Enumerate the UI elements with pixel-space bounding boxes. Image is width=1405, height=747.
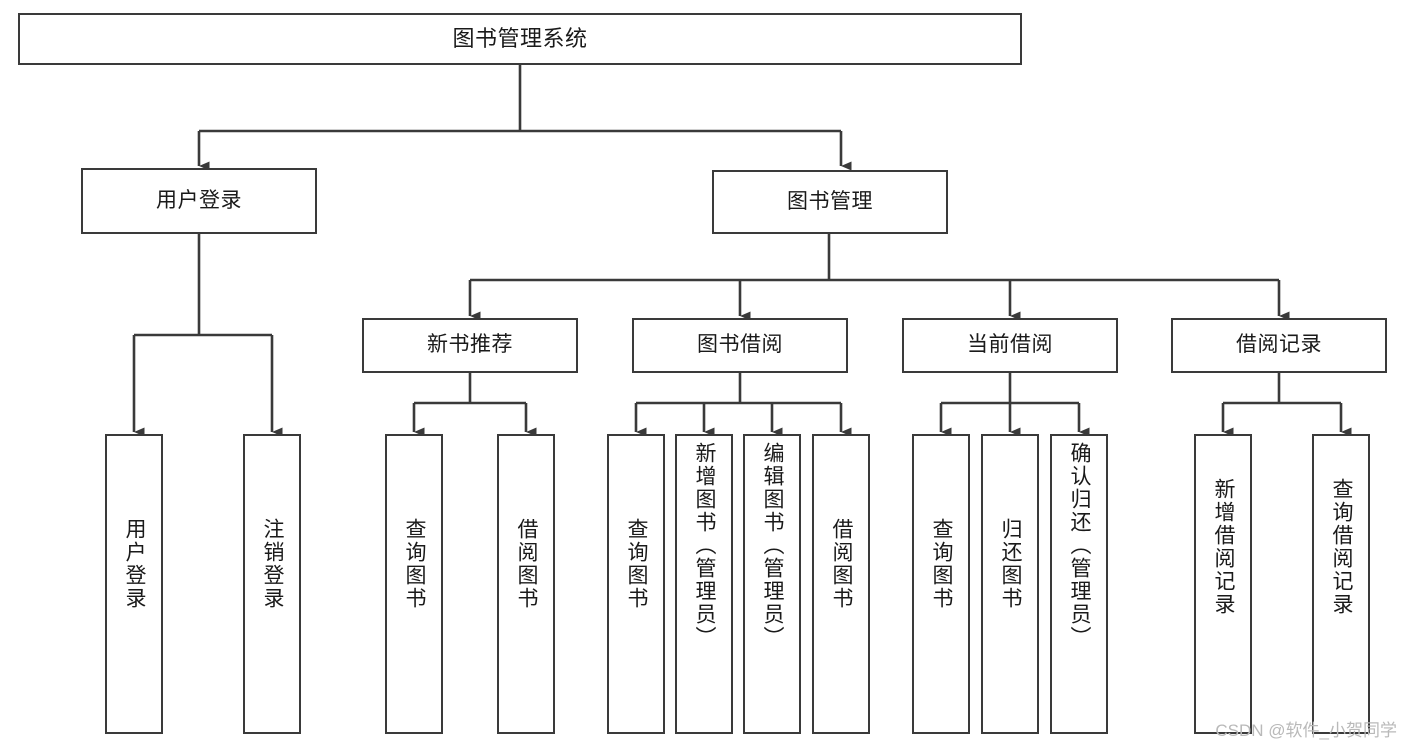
leaf-add-book-admin[interactable]: 新增图书（管理员） (675, 434, 733, 734)
node-current-borrow-label: 当前借阅 (967, 333, 1053, 357)
node-user-login[interactable]: 用户登录 (81, 168, 317, 234)
leaf-return-book-label: 归还图书 (999, 518, 1023, 610)
node-book-management-label: 图书管理 (787, 189, 873, 213)
leaf-confirm-return-admin[interactable]: 确认归还（管理员） (1050, 434, 1108, 734)
leaf-confirm-return-admin-label: 确认归还（管理员） (1068, 442, 1092, 649)
leaf-add-borrow-record[interactable]: 新增借阅记录 (1194, 434, 1252, 734)
node-new-book-recommend-label: 新书推荐 (427, 333, 513, 357)
node-borrow-record-label: 借阅记录 (1236, 333, 1322, 357)
node-root-system-label: 图书管理系统 (452, 26, 588, 52)
leaf-return-book[interactable]: 归还图书 (981, 434, 1039, 734)
node-book-borrow-label: 图书借阅 (697, 333, 783, 357)
leaf-add-borrow-record-label: 新增借阅记录 (1212, 478, 1236, 616)
leaf-user-login[interactable]: 用户登录 (105, 434, 163, 734)
leaf-query-book-borrow-label: 查询图书 (625, 518, 649, 610)
leaf-user-login-label: 用户登录 (123, 518, 147, 610)
leaf-logout-label: 注销登录 (261, 518, 285, 610)
leaf-borrow-book-borrow-label: 借阅图书 (830, 518, 854, 610)
leaf-query-borrow-record[interactable]: 查询借阅记录 (1312, 434, 1370, 734)
leaf-borrow-book-borrow[interactable]: 借阅图书 (812, 434, 870, 734)
leaf-query-book-borrow[interactable]: 查询图书 (607, 434, 665, 734)
leaf-query-book-recommend-label: 查询图书 (403, 518, 427, 610)
csdn-watermark: CSDN @软件_小贺同学 (1215, 721, 1397, 740)
node-new-book-recommend[interactable]: 新书推荐 (362, 318, 578, 373)
leaf-edit-book-admin[interactable]: 编辑图书（管理员） (743, 434, 801, 734)
leaf-add-book-admin-label: 新增图书（管理员） (693, 442, 717, 649)
leaf-borrow-book-recommend-label: 借阅图书 (515, 518, 539, 610)
node-book-borrow[interactable]: 图书借阅 (632, 318, 848, 373)
node-current-borrow[interactable]: 当前借阅 (902, 318, 1118, 373)
leaf-query-book-current-label: 查询图书 (930, 518, 954, 610)
leaf-edit-book-admin-label: 编辑图书（管理员） (761, 442, 785, 649)
leaf-query-borrow-record-label: 查询借阅记录 (1330, 478, 1354, 616)
node-root-system[interactable]: 图书管理系统 (18, 13, 1022, 65)
node-borrow-record[interactable]: 借阅记录 (1171, 318, 1387, 373)
leaf-borrow-book-recommend[interactable]: 借阅图书 (497, 434, 555, 734)
leaf-query-book-recommend[interactable]: 查询图书 (385, 434, 443, 734)
node-book-management[interactable]: 图书管理 (712, 170, 948, 234)
leaf-logout[interactable]: 注销登录 (243, 434, 301, 734)
leaf-query-book-current[interactable]: 查询图书 (912, 434, 970, 734)
node-user-login-label: 用户登录 (156, 188, 242, 212)
